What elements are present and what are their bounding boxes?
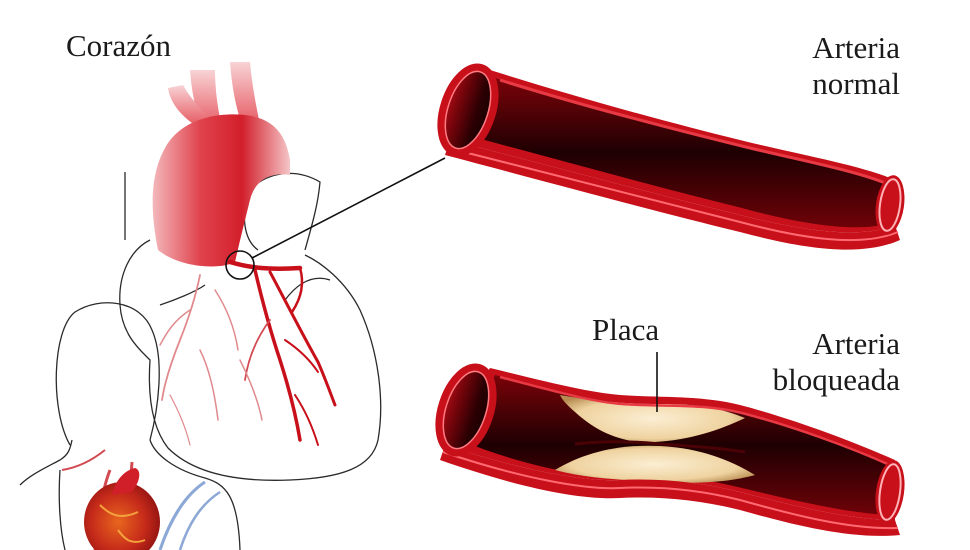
- normal-artery-label-line1: Arteria: [812, 30, 900, 65]
- plaque-lower: [555, 445, 755, 483]
- zoom-callout: [225, 157, 446, 280]
- blocked-artery: [435, 352, 905, 536]
- normal-artery-label-line2: normal: [812, 66, 900, 101]
- blocked-artery-label: Arteria bloqueada: [773, 326, 900, 398]
- mini-heart-group: [61, 449, 221, 550]
- normal-artery-label: Arteria normal: [812, 30, 900, 102]
- body-silhouette: [19, 302, 241, 550]
- blocked-artery-label-line2: bloqueada: [772, 362, 900, 397]
- normal-artery: [437, 63, 905, 250]
- leader-line: [251, 157, 446, 259]
- aorta: [152, 62, 290, 267]
- zoom-circle: [225, 250, 255, 280]
- coronary-arteries: [159, 259, 337, 446]
- heart-label: Corazón: [66, 28, 172, 63]
- blocked-artery-label-line1: Arteria: [812, 326, 900, 361]
- plaque-label: Placa: [592, 312, 660, 347]
